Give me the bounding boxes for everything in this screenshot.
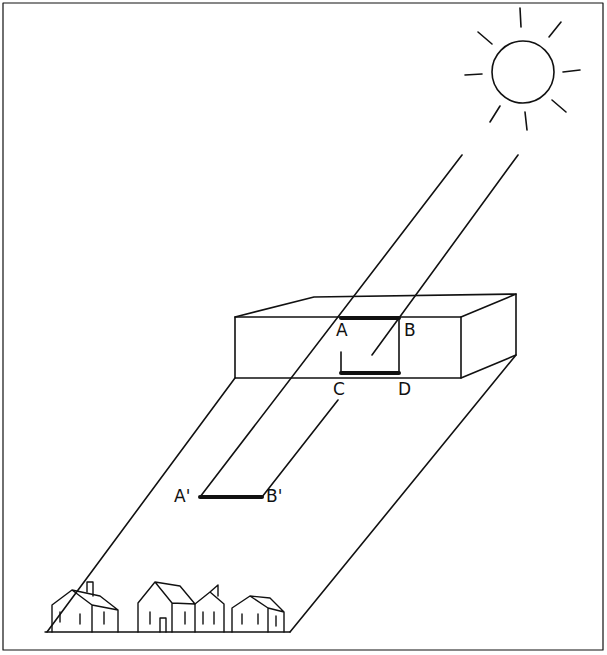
sun-ray xyxy=(200,155,462,497)
ground-edge xyxy=(47,378,235,632)
window-box xyxy=(235,294,516,378)
ground-edge xyxy=(290,355,516,632)
point-label: D xyxy=(398,381,411,398)
point-label: C xyxy=(333,381,345,398)
edge-ab xyxy=(341,316,399,320)
sun-ray xyxy=(262,400,338,497)
point-label: B xyxy=(404,322,416,339)
edge-cd xyxy=(341,371,399,375)
shadow-ab xyxy=(200,495,262,499)
point-label: A' xyxy=(174,488,190,505)
houses xyxy=(45,582,290,632)
frame xyxy=(3,3,603,650)
sun xyxy=(465,8,580,130)
point-label: B' xyxy=(266,488,282,505)
sun-ray xyxy=(372,155,518,355)
point-label: A xyxy=(336,322,348,339)
